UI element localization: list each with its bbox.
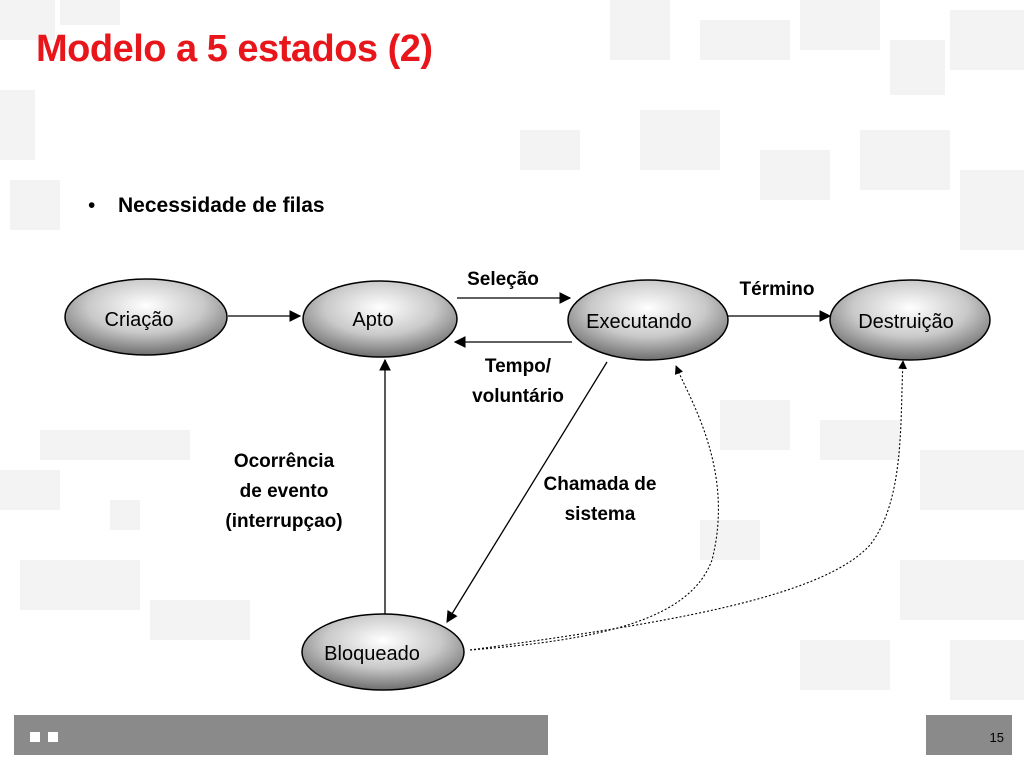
node-apto-label: Apto — [352, 309, 393, 331]
bullet-text: Necessidade de filas — [118, 194, 325, 217]
node-bloqueado-label: Bloqueado — [324, 643, 420, 665]
label-chamada-line2: sistema — [565, 504, 636, 525]
label-ocorrencia-line2: de evento — [240, 481, 329, 502]
node-destruicao-label: Destruição — [858, 311, 954, 333]
slide-title: Modelo a 5 estados (2) — [36, 28, 433, 70]
label-selecao: Seleção — [467, 269, 539, 290]
label-ocorrencia-line1: Ocorrência — [234, 451, 335, 472]
node-bloqueado: Bloqueado — [301, 613, 465, 691]
edge-chamada-sistema — [446, 361, 608, 623]
label-termino: Término — [740, 279, 815, 300]
node-executando-label: Executando — [586, 311, 692, 333]
edge-bloqueado-executando-dotted — [469, 365, 719, 651]
node-criacao: Criação — [64, 278, 228, 356]
node-criacao-label: Criação — [105, 309, 174, 331]
footer-square-icon — [30, 732, 40, 742]
label-ocorrencia-line3: (interrupçao) — [225, 511, 342, 532]
label-tempo-line1: Tempo/ — [485, 356, 552, 377]
node-apto: Apto — [302, 280, 458, 358]
node-destruicao: Destruição — [829, 279, 991, 361]
bullet-marker: • — [88, 194, 96, 217]
footer-square-icon — [48, 732, 58, 742]
footer-bar — [14, 715, 548, 755]
node-executando: Executando — [567, 279, 729, 361]
label-chamada-line1: Chamada de — [544, 474, 657, 495]
bullet-item: • Necessidade de filas — [88, 194, 325, 218]
label-tempo-line2: voluntário — [472, 386, 564, 407]
page-number: 15 — [989, 730, 1004, 745]
page-number-box: 15 — [926, 715, 1012, 755]
